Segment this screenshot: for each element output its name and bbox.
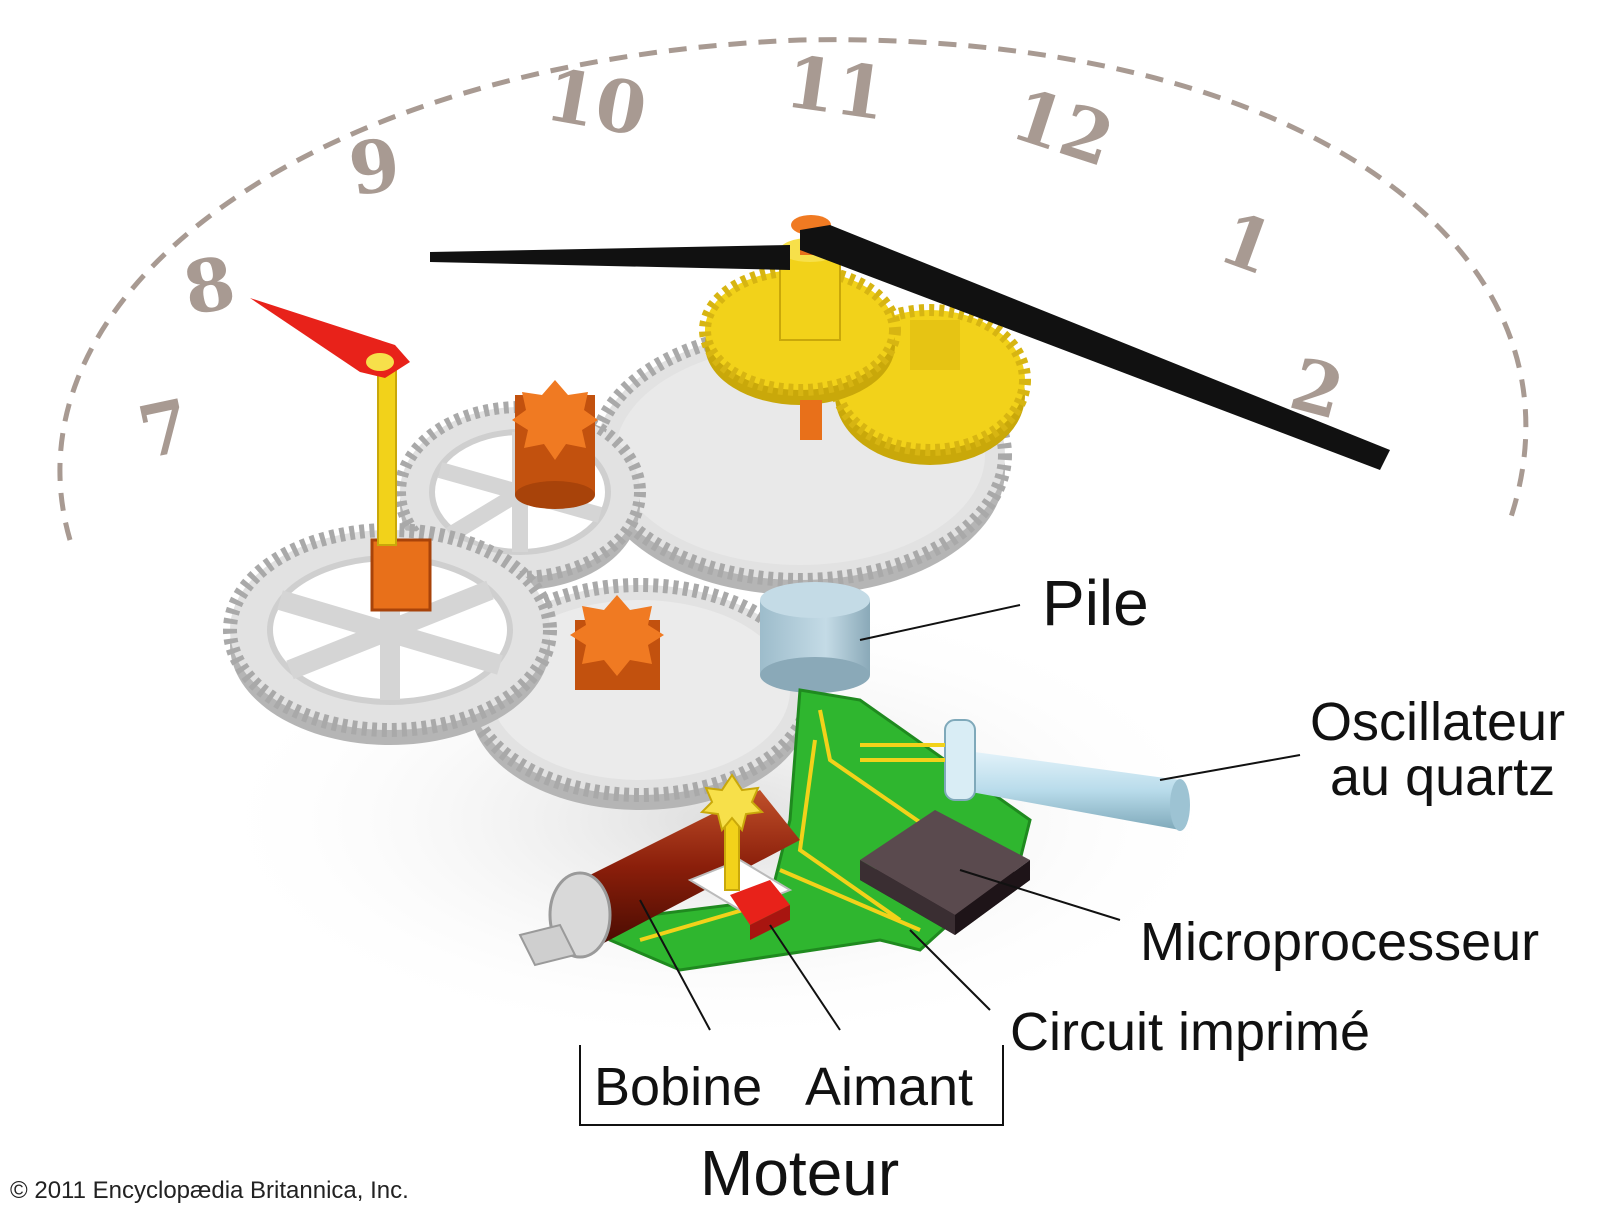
leader-circuit	[909, 929, 991, 1011]
microprocessor	[860, 810, 1030, 935]
pinion-orange-front	[370, 538, 432, 612]
magnet	[687, 773, 793, 940]
label-microprocesseur: Microprocesseur	[1140, 912, 1539, 972]
pinion-orange-top	[512, 380, 598, 509]
dial-ring	[57, 37, 1529, 541]
label-aimant: Aimant	[805, 1057, 973, 1117]
gear-front-left	[223, 523, 557, 745]
label-oscillateur-line1: Oscillateur	[1310, 692, 1565, 752]
label-pile: Pile	[1042, 567, 1149, 639]
label-oscillateur-line2: au quartz	[1330, 747, 1555, 807]
minute-hand	[430, 245, 790, 270]
leader-lines	[579, 604, 1301, 1126]
numeral-10: 10	[540, 51, 653, 152]
leader-bobine	[639, 899, 711, 1031]
numeral-8: 8	[177, 239, 241, 331]
label-circuit: Circuit imprimé	[1010, 1002, 1370, 1062]
hour-hand	[800, 225, 1390, 470]
numeral-9: 9	[344, 121, 405, 212]
quartz-oscillator	[860, 719, 1190, 831]
leader-aimant	[769, 924, 841, 1031]
numeral-11: 11	[780, 38, 891, 136]
leader-oscillateur	[1159, 754, 1301, 781]
battery	[760, 582, 870, 693]
second-hand	[250, 298, 410, 546]
leader-pile	[859, 604, 1021, 641]
numeral-1: 1	[1209, 195, 1285, 292]
moteur-bracket	[579, 1045, 1004, 1126]
copyright: © 2011 Encyclopædia Britannica, Inc.	[10, 1177, 409, 1204]
pinion-orange-lower	[570, 595, 664, 690]
label-bobine: Bobine	[594, 1057, 762, 1117]
numeral-7: 7	[131, 382, 198, 476]
label-moteur: Moteur	[700, 1137, 899, 1207]
leader-microprocesseur	[959, 869, 1121, 921]
numeral-12: 12	[1002, 71, 1124, 183]
